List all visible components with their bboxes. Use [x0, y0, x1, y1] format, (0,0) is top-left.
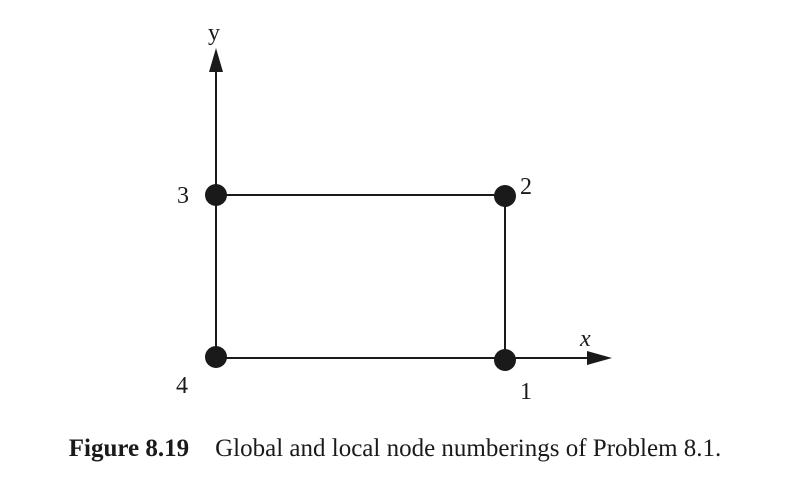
caption-text: Global and local node numberings of Prob…	[215, 435, 722, 462]
y-axis-arrowhead	[209, 48, 223, 72]
figure-number: Figure 8.19	[68, 435, 190, 462]
x-axis-arrowhead	[587, 351, 612, 365]
node-1-label: 1	[520, 379, 532, 405]
node-2-marker	[494, 185, 516, 207]
node-3-label: 3	[177, 183, 189, 209]
node-4-label: 4	[176, 373, 188, 399]
x-axis-label: x	[579, 326, 591, 352]
node-2-label: 2	[520, 174, 532, 200]
figure-caption: Figure 8.19 Global and local node numberi…	[0, 435, 790, 463]
node-3-marker	[205, 184, 227, 206]
node-4-marker	[205, 346, 227, 368]
node-1-marker	[494, 349, 516, 371]
y-axis-label: y	[208, 20, 220, 46]
